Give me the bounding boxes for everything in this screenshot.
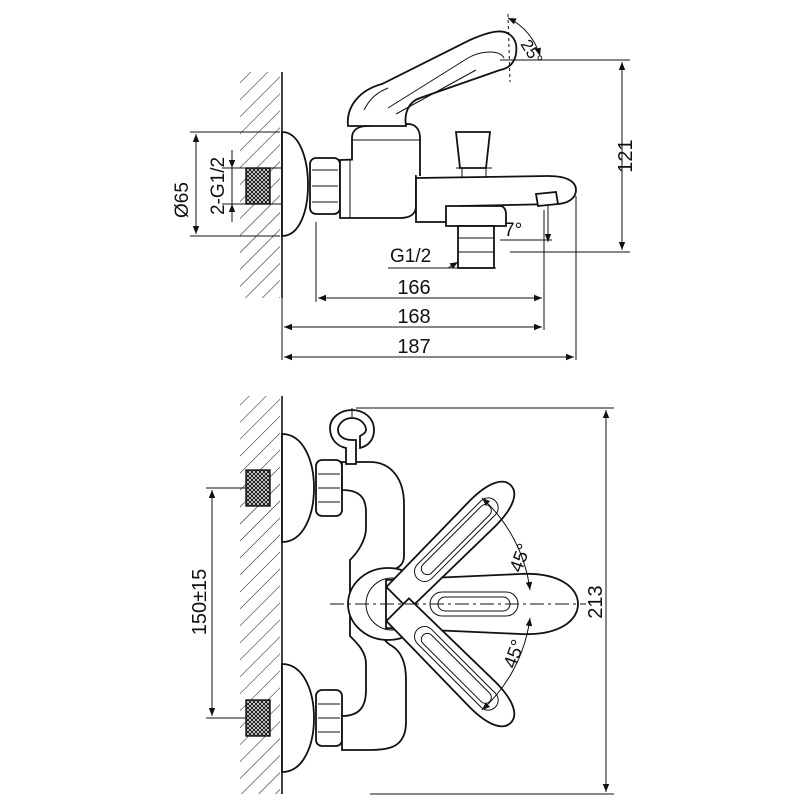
lower-outlet-body [445, 205, 507, 227]
front-view: 45° 45° 150±15 213 [189, 396, 614, 795]
inlet-thread-side [245, 167, 271, 205]
flange-side [281, 131, 309, 237]
inlet-spacing-label: 150±15 [189, 569, 211, 636]
outlet-thread-label: G1/2 [390, 246, 431, 267]
side-view: 25° 121 7° Ø65 2-G1/2 G1/2 166 168 [172, 13, 637, 361]
diverter-knob [454, 131, 492, 169]
height-121-label: 121 [615, 139, 637, 172]
shower-hook [329, 409, 375, 465]
lower-inlet-thread [245, 699, 271, 737]
lever-handle-side [347, 30, 518, 127]
upper-flange-front [281, 433, 315, 543]
upper-inlet-thread [245, 469, 271, 507]
upper-angle-label: 45° [506, 541, 536, 575]
spout-nozzle [534, 191, 560, 207]
length-187-label: 187 [397, 336, 430, 358]
length-168-label: 168 [397, 306, 430, 328]
outlet-thread-side [457, 225, 495, 269]
lower-flange-front [281, 663, 315, 773]
lever-angle-label: 25° [517, 36, 547, 68]
length-166-label: 166 [397, 277, 430, 299]
flange-diameter-label: Ø65 [172, 182, 193, 218]
inlet-thread-label: 2-G1/2 [208, 157, 229, 215]
spout-angle-label: 7° [504, 220, 522, 241]
overall-height-label: 213 [585, 585, 607, 618]
